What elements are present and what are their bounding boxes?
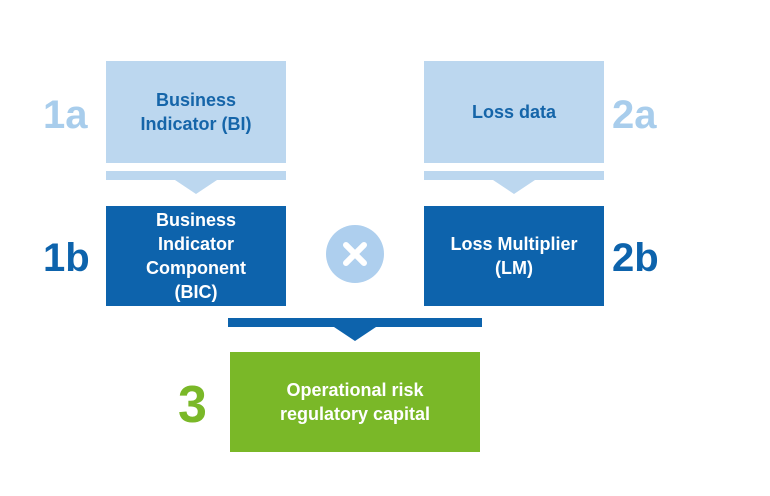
- step-label-2a: 2a: [612, 93, 657, 137]
- regulatory-capital-text: Operational risk regulatory capital: [279, 380, 431, 424]
- connector-bar-2a: [424, 171, 604, 180]
- loss-multiplier-box: Loss Multiplier (LM): [424, 206, 604, 306]
- combine-bar: [228, 318, 482, 327]
- loss-data-box: Loss data: [424, 61, 604, 163]
- business-indicator-component-box: Business Indicator Component (BIC): [106, 206, 286, 306]
- business-indicator-text: Business Indicator (BI): [140, 90, 252, 134]
- step-label-3: 3: [178, 376, 207, 434]
- down-arrow-1a: [175, 180, 217, 194]
- connector-bar-1a: [106, 171, 286, 180]
- business-indicator-component-text: Business Indicator Component (BIC): [146, 210, 246, 302]
- multiply-icon: [326, 225, 384, 283]
- step-label-1a: 1a: [43, 93, 88, 137]
- regulatory-capital-box: Operational risk regulatory capital: [230, 352, 480, 452]
- business-indicator-box: Business Indicator (BI): [106, 61, 286, 163]
- down-arrow-combine: [334, 327, 376, 341]
- step-label-1b: 1b: [43, 236, 90, 280]
- step-label-2b: 2b: [612, 236, 659, 280]
- loss-multiplier-text: Loss Multiplier (LM): [450, 234, 578, 278]
- loss-data-text: Loss data: [471, 102, 557, 122]
- down-arrow-2a: [493, 180, 535, 194]
